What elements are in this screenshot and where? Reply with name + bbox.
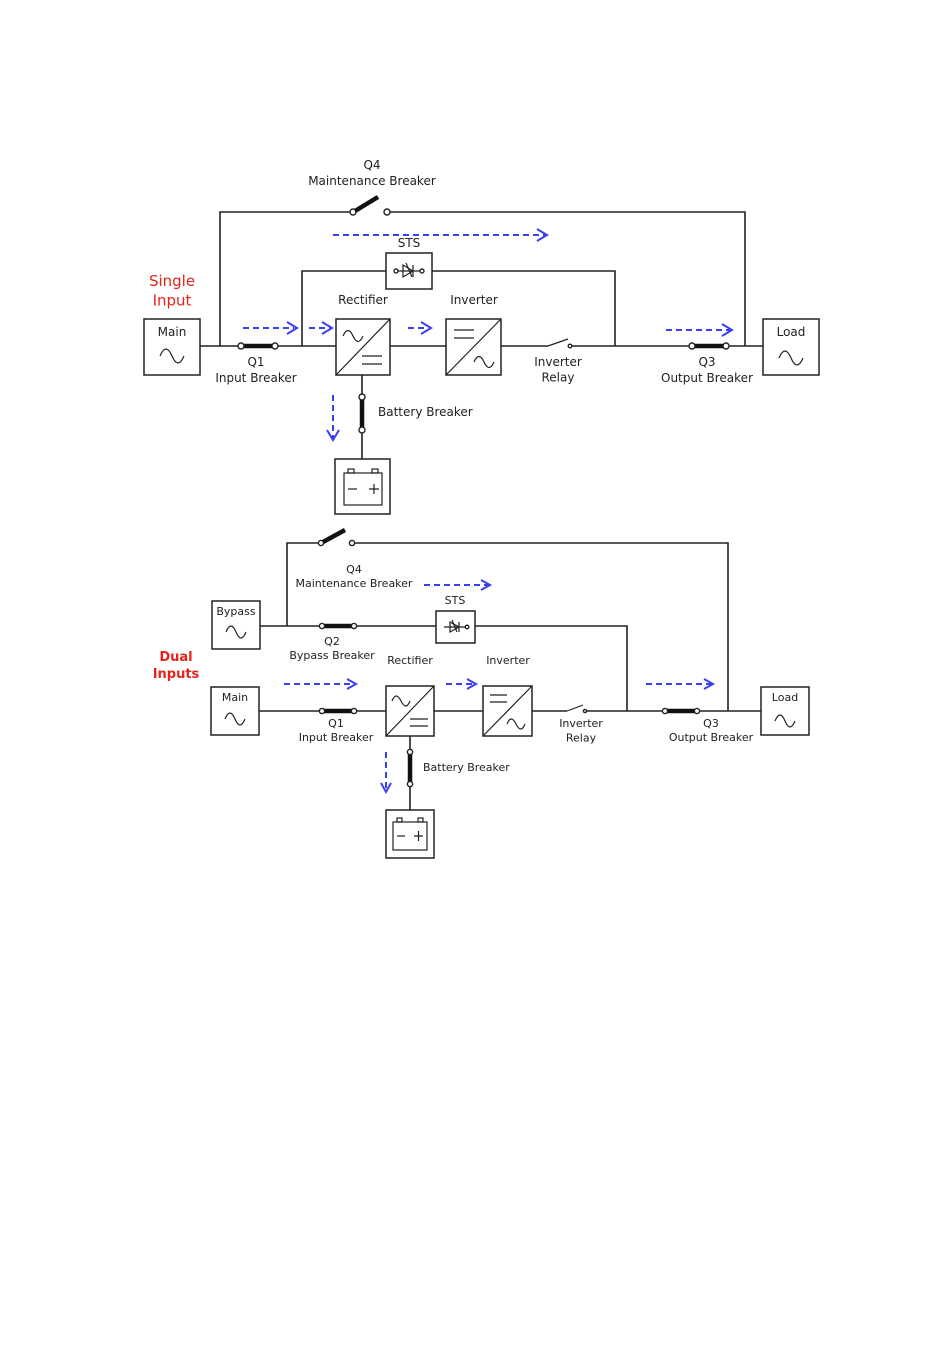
- battery-breaker: Battery Breaker: [359, 394, 473, 433]
- main-source: Main: [144, 319, 200, 375]
- inverter-label: Inverter: [450, 293, 498, 307]
- battery-flow-arrow: [327, 395, 339, 440]
- q3-dual-description: Output Breaker: [669, 731, 754, 744]
- q3-label: Q3: [698, 355, 715, 369]
- relay-icon: [567, 705, 583, 711]
- q3-output-breaker-dual: Q3 Output Breaker: [662, 708, 753, 744]
- q4-dual-description: Maintenance Breaker: [296, 577, 413, 590]
- q4-maintenance-breaker: Q4 Maintenance Breaker: [308, 158, 436, 215]
- battery-flow-arrow-dual: [381, 752, 391, 792]
- bypass-flow-arrow-dual: [424, 580, 490, 590]
- sts-label: STS: [398, 236, 421, 250]
- rectifier-label: Rectifier: [338, 293, 388, 307]
- rectifier: Rectifier: [336, 293, 390, 375]
- q1-input-breaker: Q1 Input Breaker: [215, 343, 296, 385]
- rectifier-dual-label: Rectifier: [387, 654, 433, 667]
- load-label: Load: [777, 325, 806, 339]
- bypass-flow-arrow: [333, 229, 547, 241]
- q3-dual-label: Q3: [703, 717, 719, 730]
- q3-description: Output Breaker: [661, 371, 753, 385]
- q2-label: Q2: [324, 635, 340, 648]
- load-output: Load: [763, 319, 819, 375]
- q1-description: Input Breaker: [215, 371, 296, 385]
- inverter-dual: Inverter: [483, 654, 532, 736]
- q4-maintenance-breaker-dual: Q4 Maintenance Breaker: [296, 530, 413, 590]
- battery-breaker-label: Battery Breaker: [378, 405, 473, 419]
- q4-label: Q4: [363, 158, 380, 172]
- main-source-label: Main: [158, 325, 187, 339]
- load-output-dual: Load: [761, 687, 809, 735]
- battery-breaker-dual: Battery Breaker: [407, 749, 510, 786]
- sts-switch: STS: [386, 236, 432, 289]
- main-source-dual: Main: [211, 687, 259, 735]
- battery: [335, 459, 390, 514]
- q3-output-breaker: Q3 Output Breaker: [661, 343, 753, 385]
- q1-label: Q1: [247, 355, 264, 369]
- inverter-dual-label: Inverter: [486, 654, 530, 667]
- inverter: Inverter: [446, 293, 501, 375]
- battery-dual: [386, 810, 434, 858]
- main-source-dual-label: Main: [222, 691, 248, 704]
- rectifier-dual: Rectifier: [386, 654, 434, 736]
- battery-breaker-dual-label: Battery Breaker: [423, 761, 510, 774]
- q1-dual-description: Input Breaker: [299, 731, 374, 744]
- q1-dual-label: Q1: [328, 717, 344, 730]
- load-dual-label: Load: [772, 691, 798, 704]
- q1-input-breaker-dual: Q1 Input Breaker: [299, 708, 374, 744]
- q2-bypass-breaker: Q2 Bypass Breaker: [289, 623, 375, 662]
- bypass-source: Bypass: [212, 601, 260, 649]
- q4-dual-label: Q4: [346, 563, 362, 576]
- q4-description: Maintenance Breaker: [308, 174, 436, 188]
- relay-icon: [548, 339, 568, 346]
- sts-dual-label: STS: [445, 594, 466, 607]
- q2-description: Bypass Breaker: [289, 649, 375, 662]
- sts-switch-dual: STS: [436, 594, 475, 643]
- bypass-source-label: Bypass: [216, 605, 256, 618]
